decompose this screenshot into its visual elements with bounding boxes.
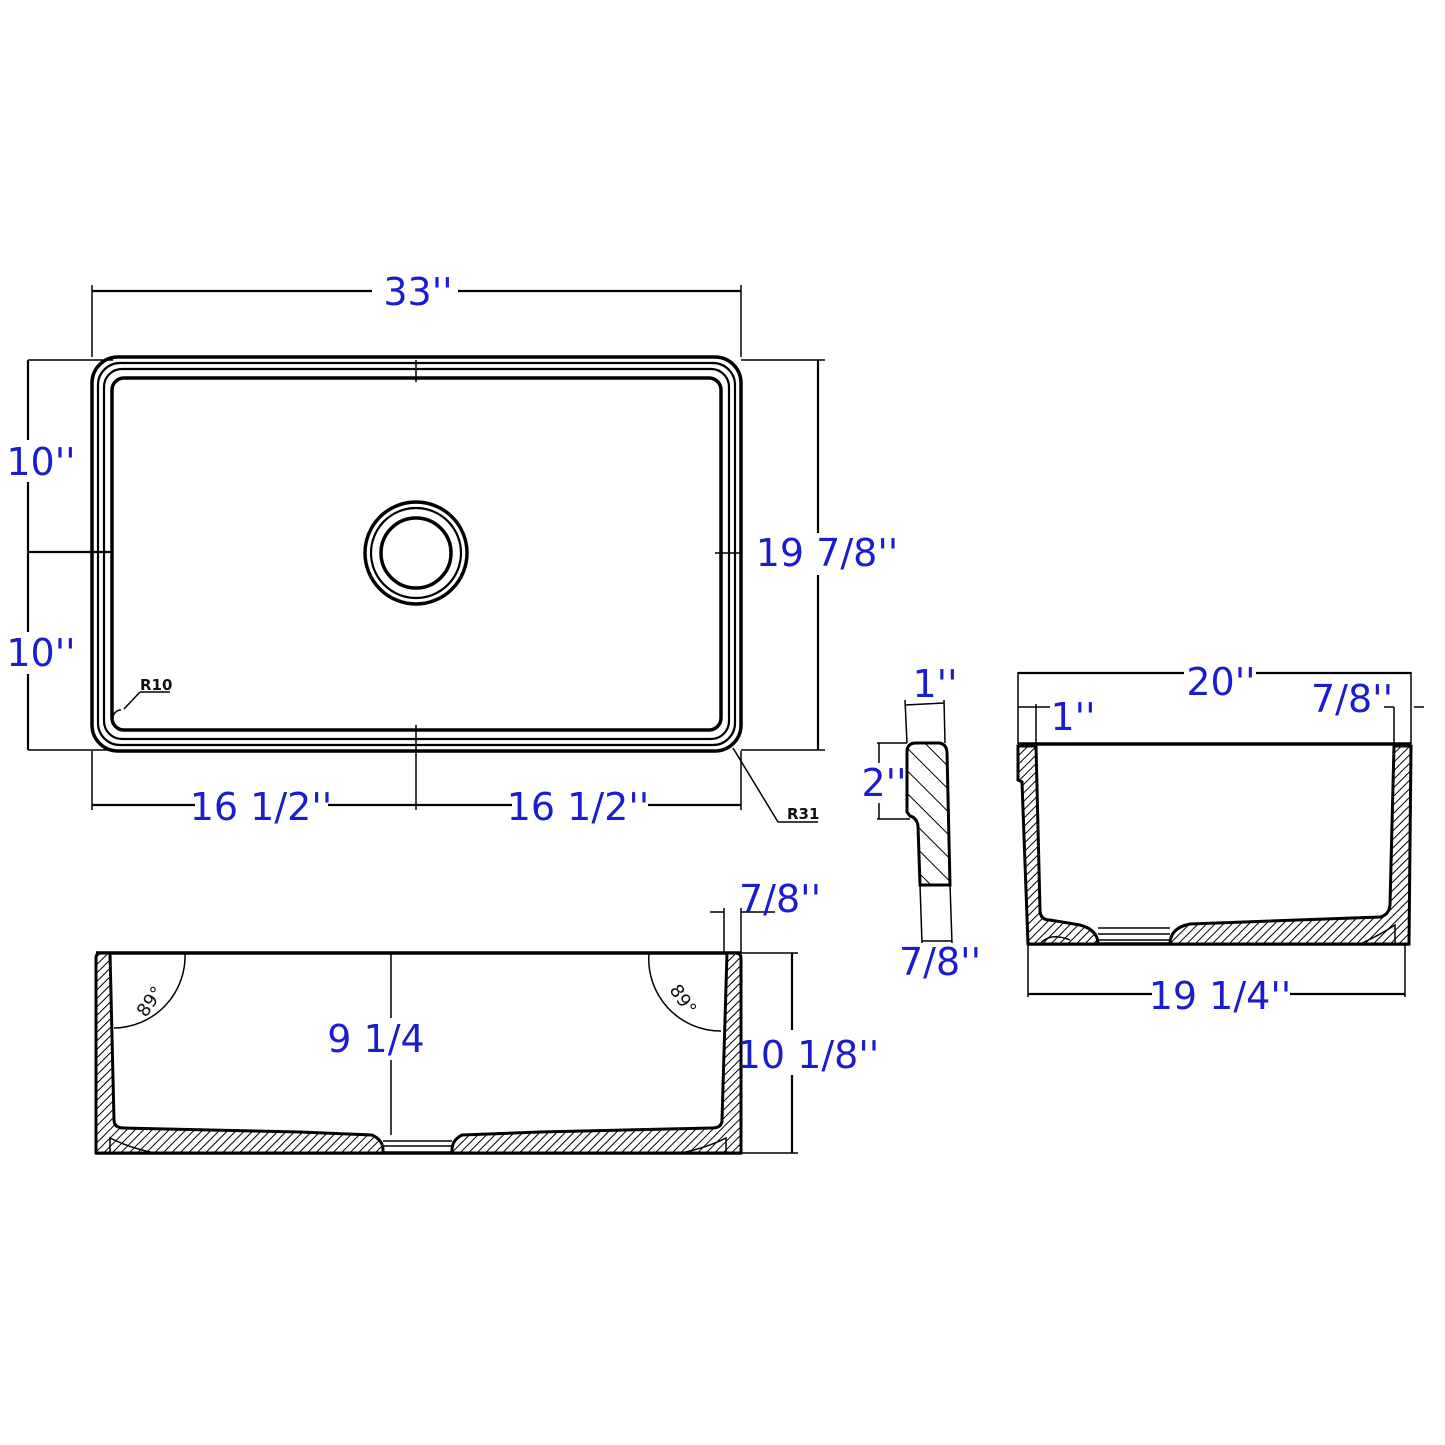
outer-radius-label: R31 [787, 805, 819, 823]
drain-icon [363, 500, 469, 606]
top-view: 33'' 10'' 10'' 19 7/8'' 16 1/2'' 16 1/2'… [6, 270, 898, 829]
width-dimension-label: 33'' [383, 270, 452, 314]
inner-radius-label: R10 [140, 676, 172, 694]
bottom-right-dimension-label: 16 1/2'' [507, 785, 649, 829]
apron-top-width-label: 1'' [912, 662, 957, 706]
front-wall-thickness-label: 7/8'' [739, 877, 821, 921]
sink-outer-rim [90, 355, 743, 753]
depth-dimension-label: 19 7/8'' [756, 531, 898, 575]
side-bottom-width-label: 19 1/4'' [1149, 974, 1291, 1018]
side-width-label: 20'' [1186, 660, 1255, 704]
bottom-left-dimension-label: 16 1/2'' [190, 785, 332, 829]
left-upper-dimension-label: 10'' [6, 440, 75, 484]
height-dimension-label: 10 1/8'' [737, 1033, 879, 1077]
apron-bottom-width-label: 7/8'' [899, 940, 981, 984]
front-section-view: 89° 89° 9 1/4 10 1/8'' 7/8'' [94, 877, 879, 1155]
sink-rim-line [96, 361, 737, 747]
side-left-wall-label: 1'' [1050, 695, 1095, 739]
left-angle-label: 89° [133, 983, 169, 1021]
left-lower-dimension-label: 10'' [6, 631, 75, 675]
sink-rim-line [102, 367, 731, 741]
right-angle-label: 89° [665, 981, 701, 1019]
sink-basin-edge [110, 376, 723, 732]
apron-lip-height-label: 2'' [861, 761, 906, 805]
side-right-wall-label: 7/8'' [1311, 677, 1393, 721]
inner-depth-label: 9 1/4 [327, 1017, 424, 1061]
side-section-view: 20'' 1'' 7/8'' 19 1/4'' [1016, 660, 1424, 1018]
apron-section-view: 1'' 2'' 7/8'' [861, 662, 981, 984]
